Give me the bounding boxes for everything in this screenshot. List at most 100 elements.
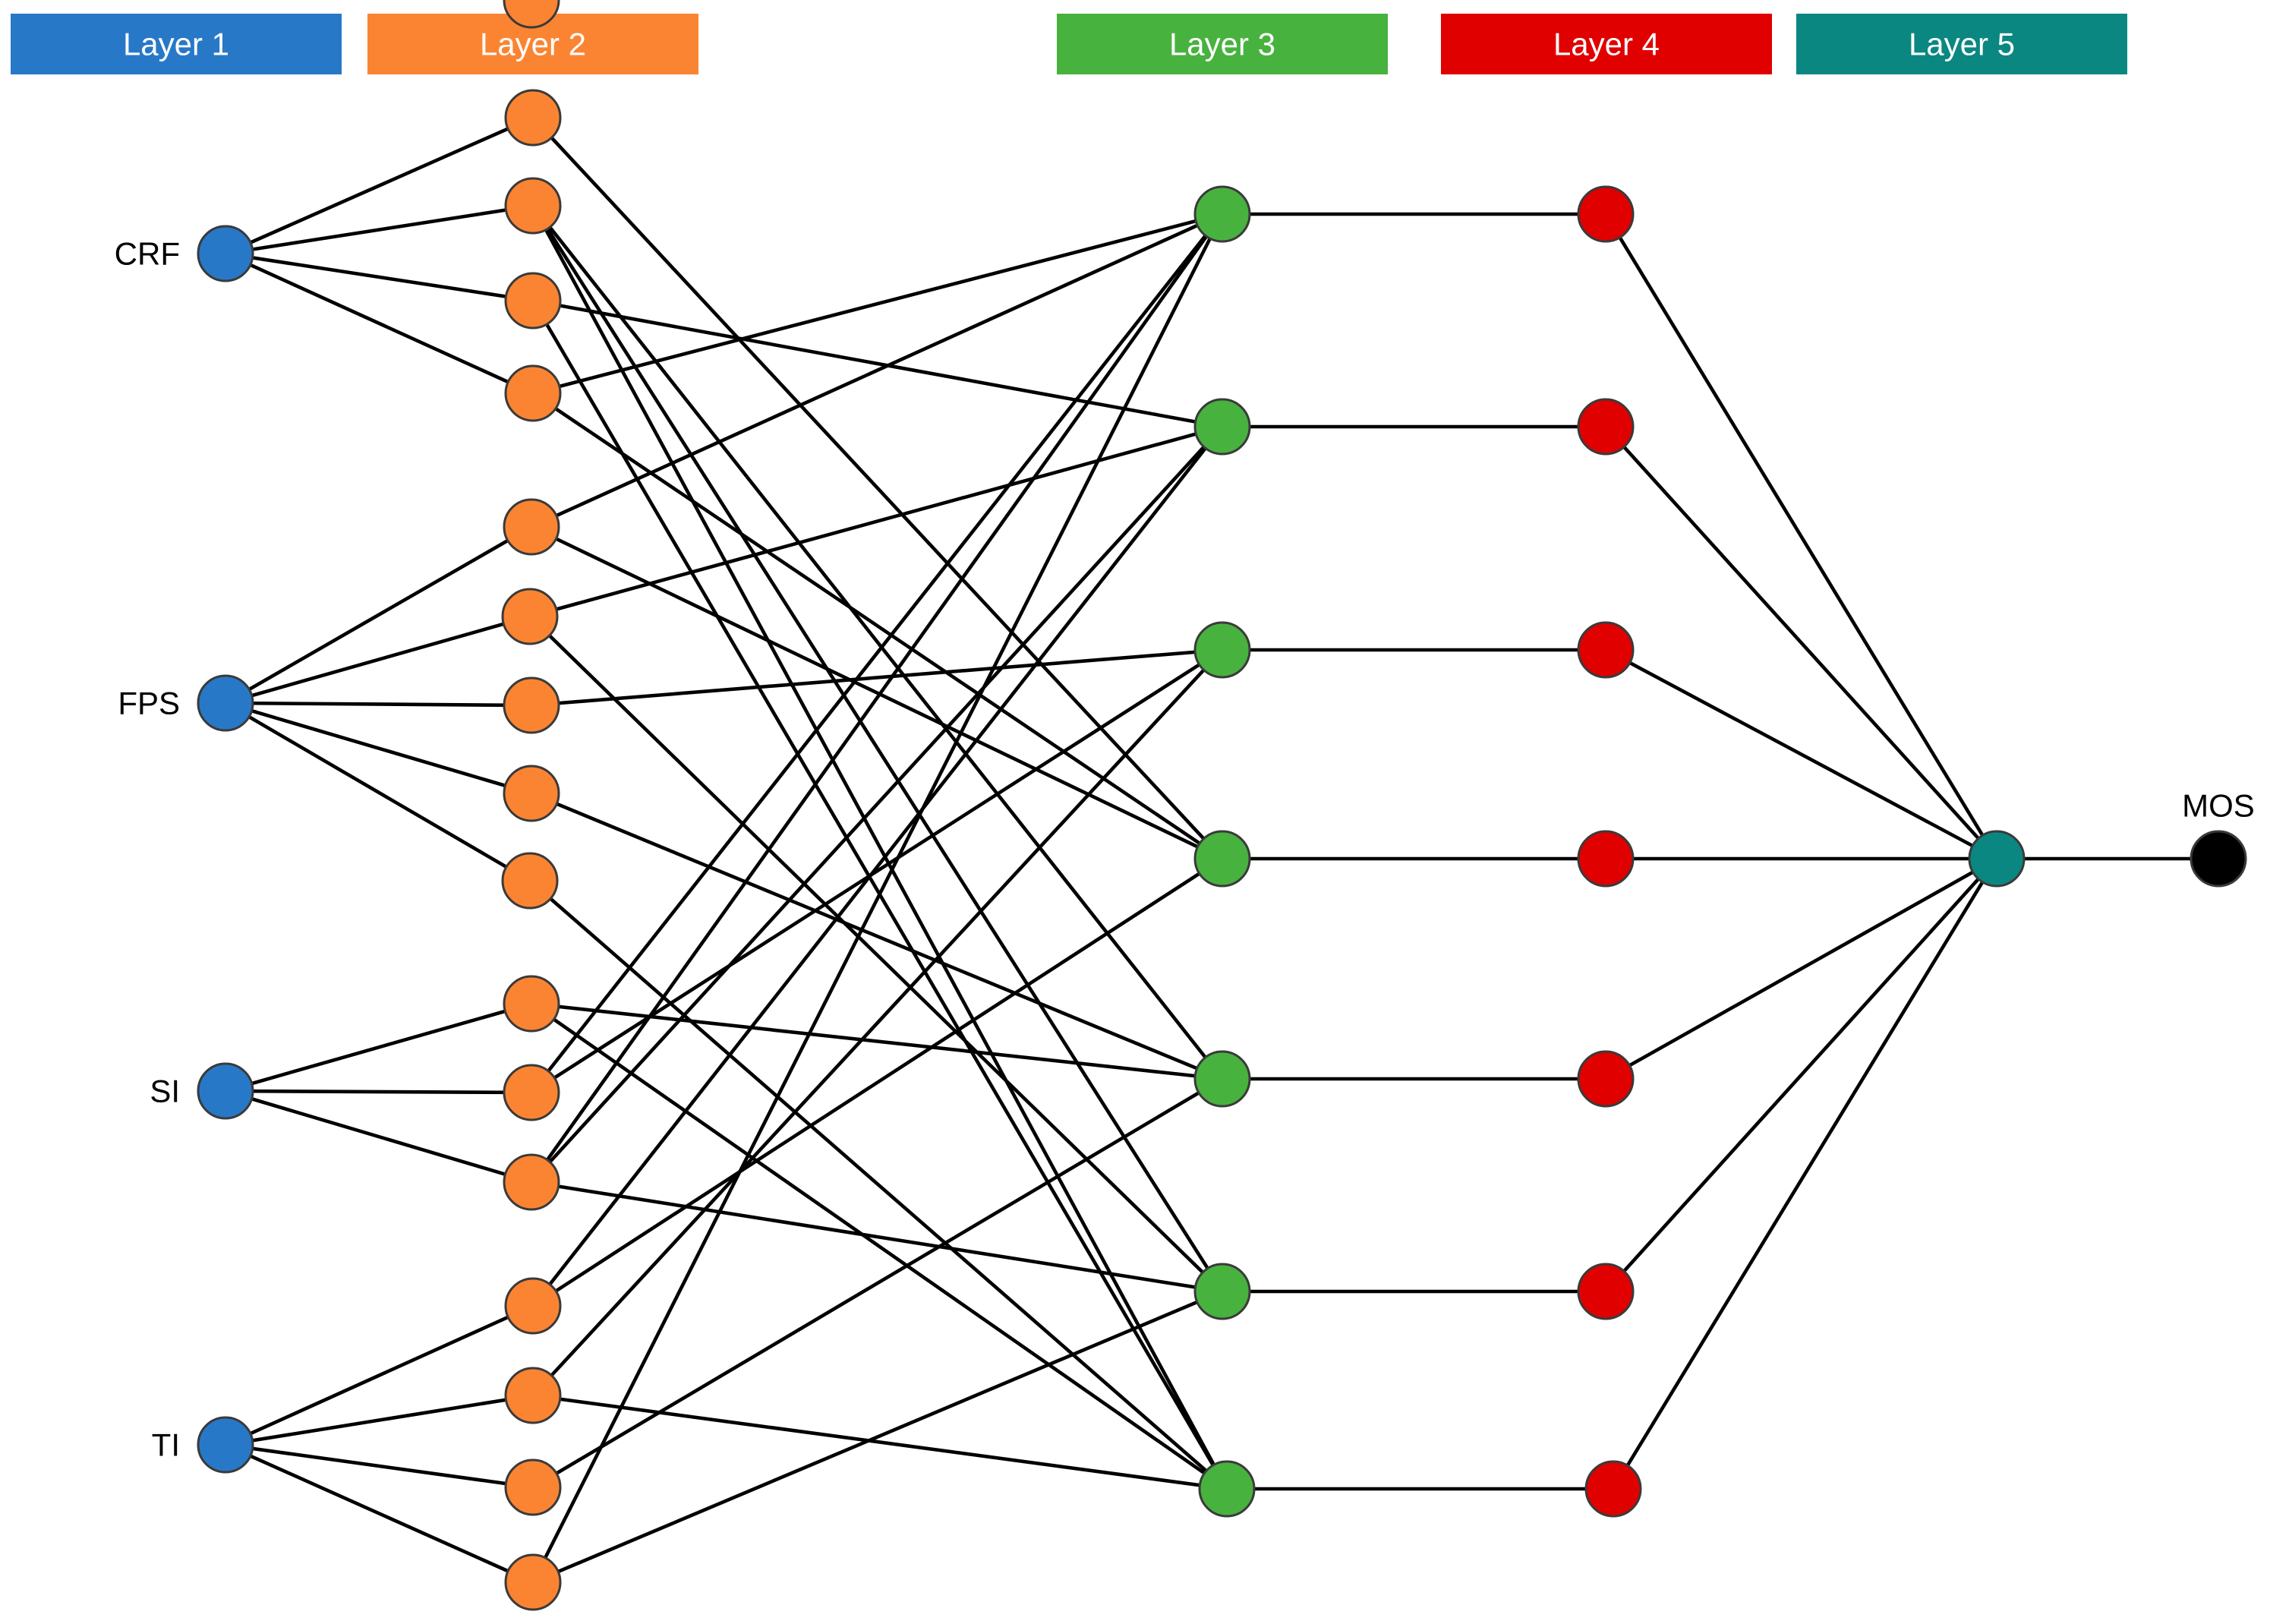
connection-line — [528, 615, 1224, 1293]
hidden-neuron-layer2 — [503, 765, 560, 822]
connection-line — [225, 1393, 534, 1447]
connection-line — [225, 701, 532, 708]
hidden-neuron-layer2 — [501, 852, 559, 910]
connection-line — [225, 115, 534, 256]
hidden-neuron-layer2 — [503, 975, 560, 1033]
layer-header-label: Layer 4 — [1553, 27, 1660, 62]
connection-line — [530, 213, 1224, 1094]
connection-line — [531, 425, 1224, 1307]
input-neuron — [197, 1416, 254, 1474]
connection-line — [225, 1001, 532, 1093]
connection-line — [531, 204, 1224, 1080]
layer-header-3 — [1057, 14, 1388, 74]
connection-line — [530, 1002, 1228, 1490]
connection-line — [531, 212, 1223, 529]
hidden-neuron-layer2 — [504, 177, 562, 235]
hidden-neuron-layer3 — [1193, 621, 1251, 679]
layer-header-label: Layer 3 — [1169, 27, 1275, 62]
input-label: CRF — [115, 236, 180, 272]
connection-line — [225, 701, 532, 796]
connection-line — [225, 251, 534, 396]
connection-line — [225, 251, 534, 303]
layer-header-label: Layer 1 — [123, 27, 229, 62]
connection-line — [1612, 857, 1998, 1490]
connection-line — [528, 879, 1228, 1490]
hidden-neuron-layer4 — [1577, 621, 1635, 679]
input-label: FPS — [118, 686, 180, 721]
connection-line — [531, 791, 1223, 1081]
connection-line — [1604, 425, 1998, 860]
connection-line — [531, 525, 1223, 861]
connection-line — [224, 702, 531, 882]
hidden-neuron-layer4 — [1584, 1460, 1642, 1518]
hidden-neuron-layer3 — [1193, 1263, 1251, 1320]
connection-line — [531, 648, 1224, 1397]
output-node — [2190, 830, 2247, 888]
hidden-neuron-layer2 — [503, 1064, 560, 1121]
connection-line — [531, 204, 1224, 1293]
connection-line — [531, 204, 1229, 1490]
hidden-neuron-layer3 — [1193, 398, 1251, 456]
hidden-neuron-layer3 — [1193, 1050, 1251, 1108]
connection-line — [531, 213, 1225, 1584]
connection-line — [531, 1077, 1224, 1489]
connection-line — [531, 1001, 1223, 1081]
connection-line — [1604, 648, 1998, 861]
connection-line — [532, 1289, 1223, 1585]
input-label: TI — [152, 1427, 180, 1463]
hidden-neuron-layer2 — [504, 1458, 562, 1516]
connection-line — [225, 1089, 532, 1095]
hidden-neuron-layer2 — [503, 676, 560, 734]
neurons — [197, 0, 2247, 1611]
layer-header-label: Layer 2 — [480, 27, 586, 62]
input-neuron — [197, 674, 254, 732]
connection-line — [225, 1089, 532, 1184]
hidden-neuron-layer2 — [504, 364, 562, 422]
connection-line — [529, 424, 1223, 619]
connection-line — [532, 212, 1223, 396]
connection-line — [532, 298, 1223, 429]
layer-header-1 — [11, 14, 342, 74]
hidden-neuron-layer2 — [501, 588, 559, 645]
hidden-neuron-layer4 — [1577, 398, 1635, 456]
connection-line — [225, 1304, 534, 1447]
hidden-neuron-layer2 — [504, 1277, 562, 1335]
input-neuron — [197, 1062, 254, 1120]
hidden-neuron-layer4 — [1577, 185, 1635, 243]
input-label: SI — [150, 1074, 180, 1109]
connection-line — [225, 614, 531, 705]
connection-line — [531, 392, 1224, 860]
hidden-neuron-layer4 — [1577, 830, 1635, 888]
layer-header-5 — [1796, 14, 2127, 74]
connection-line — [530, 213, 1224, 1184]
connection-line — [1604, 857, 1998, 1293]
node-labels: CRF FPS SI TI MOS — [115, 236, 2255, 1463]
hidden-neuron-layer3 — [1193, 185, 1251, 243]
layer-header-label: Layer 5 — [1909, 27, 2015, 62]
connection-line — [532, 1393, 1228, 1491]
hidden-neuron-layer3 — [1198, 1460, 1256, 1518]
hidden-neuron-layer2 — [503, 0, 560, 29]
connection-line — [225, 1443, 534, 1585]
connection-line — [530, 425, 1224, 1184]
connection-line — [531, 1180, 1223, 1294]
hidden-neuron-layer4 — [1577, 1050, 1635, 1108]
hidden-neuron-layer2 — [504, 89, 562, 147]
layer-headers: Layer 1 Layer 2 Layer 3 Layer 4 Layer 5 — [11, 14, 2127, 74]
connection-line — [1604, 856, 1998, 1081]
hidden-neuron-layer2 — [503, 498, 560, 556]
input-neuron — [197, 225, 254, 282]
hidden-neuron-layer3 — [1193, 830, 1251, 888]
hidden-neuron-layer2 — [503, 1153, 560, 1211]
connection-line — [225, 1443, 534, 1490]
connection-line — [224, 525, 533, 705]
output-label: MOS — [2182, 788, 2255, 824]
connection-line — [225, 203, 534, 256]
layer5-neuron — [1968, 830, 2026, 888]
hidden-neuron-layer2 — [504, 272, 562, 330]
hidden-neuron-layer4 — [1577, 1263, 1635, 1320]
hidden-neuron-layer2 — [504, 1553, 562, 1611]
connection-line — [530, 648, 1224, 1094]
layer-header-4 — [1441, 14, 1772, 74]
